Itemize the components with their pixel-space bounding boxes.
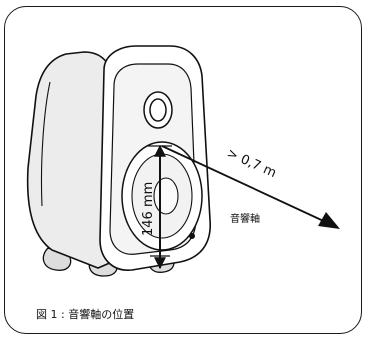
figure-frame [4, 6, 362, 334]
acoustic-axis-arrowhead [318, 212, 340, 229]
figure-caption: 図 1 : 音響軸の位置 [36, 307, 134, 321]
tweeter [143, 91, 173, 129]
dimension-label: 146 mm [141, 182, 156, 236]
acoustic-axis-label: 音響軸 [230, 212, 260, 225]
acoustic-axis-arrow [161, 145, 331, 225]
status-led [189, 233, 195, 239]
distance-label: > 0,7 m [224, 146, 278, 181]
